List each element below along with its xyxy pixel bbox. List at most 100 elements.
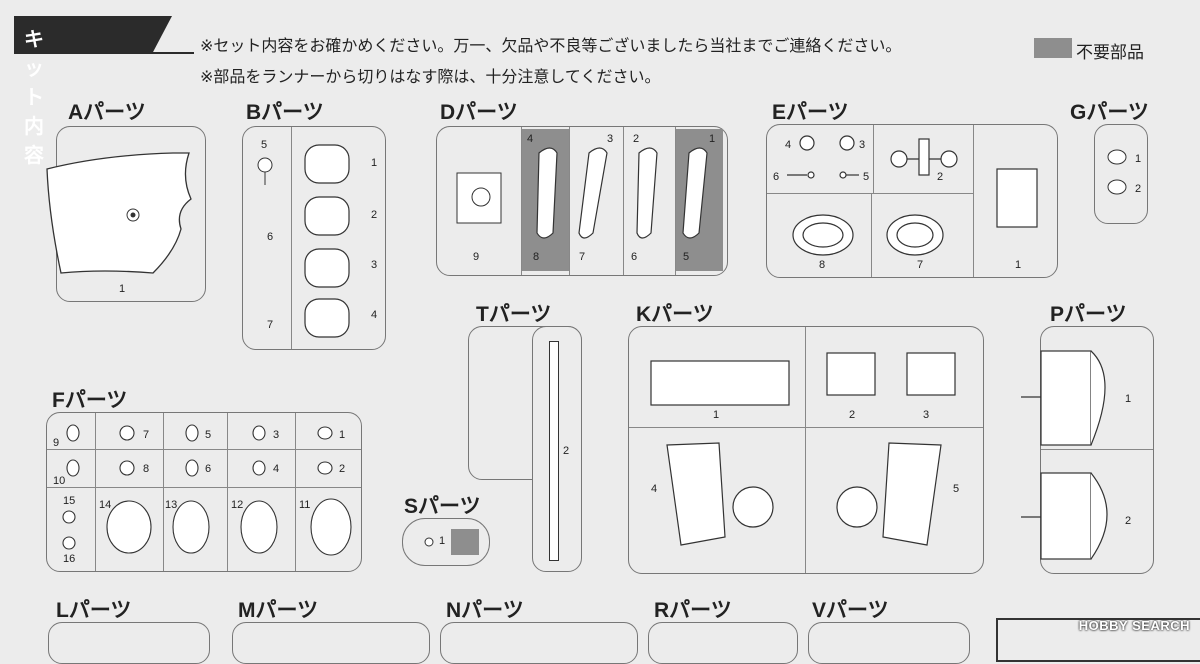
title-d-parts: Dパーツ bbox=[440, 101, 518, 124]
runner-s: 1 bbox=[402, 518, 490, 566]
num-f10: 10 bbox=[53, 475, 66, 487]
num-e4: 4 bbox=[785, 139, 792, 151]
num-p1: 1 bbox=[1125, 393, 1132, 405]
runner-v bbox=[808, 622, 970, 664]
num-f3: 3 bbox=[273, 429, 280, 441]
note-check-contents: ※セット内容をお確かめください。万一、欠品や不良等ございましたら当社までご連絡く… bbox=[200, 38, 902, 55]
num-f15: 15 bbox=[63, 495, 76, 507]
num-f11: 11 bbox=[299, 499, 311, 511]
num-b1: 1 bbox=[371, 157, 378, 169]
watermark: HOBBY SEARCH bbox=[1078, 618, 1190, 633]
num-f8: 8 bbox=[143, 463, 150, 475]
num-b3: 3 bbox=[371, 259, 378, 271]
num-d4: 4 bbox=[527, 133, 534, 145]
runner-f: 9 7 5 3 1 10 8 6 4 2 15 16 14 13 12 11 bbox=[46, 412, 362, 572]
title-s-parts: Sパーツ bbox=[404, 495, 481, 518]
num-a1: 1 bbox=[119, 283, 126, 295]
part-a1-shape bbox=[46, 152, 192, 274]
num-f5: 5 bbox=[205, 429, 212, 441]
num-b6: 6 bbox=[267, 231, 274, 243]
legend-label: 不要部品 bbox=[1076, 43, 1144, 62]
title-g-parts: Gパーツ bbox=[1070, 101, 1149, 124]
num-f7: 7 bbox=[143, 429, 150, 441]
num-e3: 3 bbox=[859, 139, 866, 151]
num-d8: 8 bbox=[533, 251, 540, 263]
part-d9-shape bbox=[456, 172, 502, 224]
note-careful-removal: ※部品をランナーから切りはなす際は、十分注意してください。 bbox=[200, 69, 661, 86]
part-g-shapes bbox=[1107, 149, 1127, 195]
num-b4: 4 bbox=[371, 309, 378, 321]
runner-d: 9 4 8 3 7 2 6 1 5 bbox=[436, 126, 728, 276]
runner-p: 1 2 bbox=[1021, 326, 1154, 574]
num-e8: 8 bbox=[819, 259, 826, 271]
num-f16: 16 bbox=[63, 553, 76, 565]
title-e-parts: Eパーツ bbox=[772, 101, 849, 124]
num-b2: 2 bbox=[371, 209, 378, 221]
num-f4: 4 bbox=[273, 463, 280, 475]
num-d9: 9 bbox=[473, 251, 480, 263]
num-d2: 2 bbox=[633, 133, 640, 145]
title-v-parts: Vパーツ bbox=[812, 599, 889, 622]
runner-g: 1 2 bbox=[1094, 124, 1148, 224]
num-p2: 2 bbox=[1125, 515, 1132, 527]
runner-t-rod: 2 bbox=[532, 326, 582, 572]
part-e-shapes bbox=[787, 135, 1038, 256]
num-b7: 7 bbox=[267, 319, 274, 331]
num-d3: 3 bbox=[607, 133, 614, 145]
title-p-parts: Pパーツ bbox=[1050, 303, 1127, 326]
title-m-parts: Mパーツ bbox=[238, 599, 319, 622]
runner-b: 5 6 7 1 2 3 4 bbox=[242, 126, 386, 350]
num-e5: 5 bbox=[863, 171, 870, 183]
num-k2: 2 bbox=[849, 409, 856, 421]
num-f2: 2 bbox=[339, 463, 346, 475]
num-f1: 1 bbox=[339, 429, 346, 441]
num-e7: 7 bbox=[917, 259, 924, 271]
title-r-parts: Rパーツ bbox=[654, 599, 732, 622]
num-k5: 5 bbox=[953, 483, 960, 495]
title-t-parts: Tパーツ bbox=[476, 303, 552, 326]
runner-r bbox=[648, 622, 798, 664]
runner-e: 4 3 6 5 2 8 7 1 bbox=[766, 124, 1058, 278]
num-d6: 6 bbox=[631, 251, 638, 263]
num-d7: 7 bbox=[579, 251, 586, 263]
unused-s bbox=[451, 529, 479, 555]
title-f-parts: Fパーツ bbox=[52, 389, 128, 412]
num-g1: 1 bbox=[1135, 153, 1142, 165]
num-e1: 1 bbox=[1015, 259, 1022, 271]
runner-k: 1 2 3 4 5 bbox=[628, 326, 984, 574]
num-s1: 1 bbox=[439, 535, 446, 547]
num-d5: 5 bbox=[683, 251, 690, 263]
runner-l bbox=[48, 622, 210, 664]
title-a-parts: Aパーツ bbox=[68, 101, 146, 124]
num-e2: 2 bbox=[937, 171, 944, 183]
num-k3: 3 bbox=[923, 409, 930, 421]
runner-a: 1 bbox=[46, 126, 206, 302]
num-f12: 12 bbox=[231, 499, 244, 511]
part-k-shapes bbox=[650, 352, 956, 546]
num-d1: 1 bbox=[709, 133, 716, 145]
part-p-shapes bbox=[1021, 350, 1108, 560]
num-f9: 9 bbox=[53, 437, 60, 449]
title-k-parts: Kパーツ bbox=[636, 303, 714, 326]
num-f14: 14 bbox=[99, 499, 112, 511]
title-l-parts: Lパーツ bbox=[56, 599, 132, 622]
title-n-parts: Nパーツ bbox=[446, 599, 524, 622]
num-f6: 6 bbox=[205, 463, 212, 475]
part-s1-shape bbox=[424, 537, 434, 547]
num-t2: 2 bbox=[563, 445, 570, 457]
part-b5-shape bbox=[257, 157, 273, 185]
num-e6: 6 bbox=[773, 171, 780, 183]
num-g2: 2 bbox=[1135, 183, 1142, 195]
num-f13: 13 bbox=[165, 499, 178, 511]
runner-m bbox=[232, 622, 430, 664]
num-k1: 1 bbox=[713, 409, 720, 421]
title-b-parts: Bパーツ bbox=[246, 101, 324, 124]
header-title: キット内容 bbox=[24, 29, 45, 167]
part-b-legs bbox=[304, 144, 350, 338]
part-d-arms bbox=[536, 147, 708, 239]
num-k4: 4 bbox=[651, 483, 658, 495]
part-f-shapes bbox=[62, 424, 352, 556]
runner-n bbox=[440, 622, 638, 664]
legend-swatch bbox=[1034, 38, 1072, 58]
part-t2-rod bbox=[549, 341, 559, 561]
